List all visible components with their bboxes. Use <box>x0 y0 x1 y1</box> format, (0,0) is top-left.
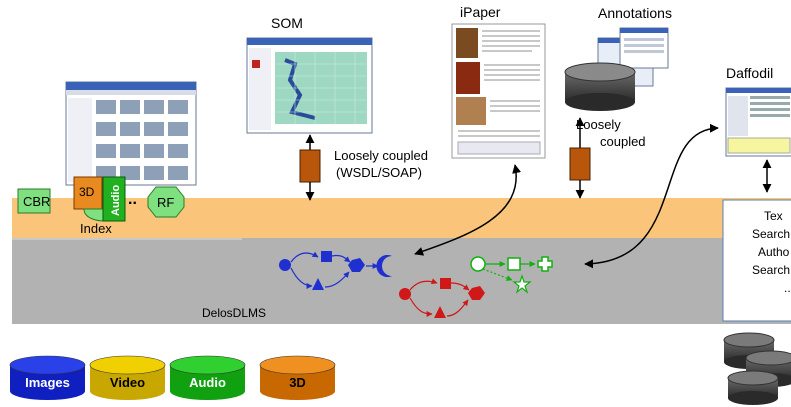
ipaper-label: iPaper <box>460 4 501 20</box>
database-audio: Audio <box>169 355 246 400</box>
loosely-coupled-line2: coupled <box>600 134 646 149</box>
database-label: Audio <box>189 375 226 390</box>
daffodil-service-list: TexSearchAuthoSearch... <box>752 209 791 295</box>
database-label: Video <box>110 375 145 390</box>
database-label: Images <box>25 375 70 390</box>
delosdlms-label: DelosDLMS <box>202 306 266 320</box>
index-dots: .. <box>128 191 137 208</box>
gray-band-top-shade <box>12 238 242 240</box>
ipaper-curve-arrow <box>414 164 521 256</box>
cbr-box: CBR <box>17 188 51 214</box>
daffodil-service-item: ... <box>784 281 791 295</box>
daffodil-service-item: Search <box>752 227 790 241</box>
daffodil-screenshot <box>725 87 791 157</box>
som-label: SOM <box>271 15 303 31</box>
rf-octagon: RF <box>147 186 185 218</box>
media-databases: Images Video Audio 3D <box>9 355 336 400</box>
daffodil-curve-arrow <box>584 123 719 269</box>
database-images: Images <box>9 355 86 400</box>
daffodil-service-box <box>722 199 791 322</box>
workflow-green <box>470 256 553 294</box>
daffodil-service-item: Tex <box>764 209 783 223</box>
cbr-label: CBR <box>23 194 50 209</box>
daffodil-database-stack <box>723 332 791 405</box>
gray-band <box>12 238 791 324</box>
index-label: Index <box>80 221 112 236</box>
loosely-coupled-wsdl-line1: Loosely coupled <box>334 148 428 163</box>
workflow-red <box>399 278 485 318</box>
rf-label: RF <box>157 195 174 210</box>
daffodil-service-item: Autho <box>758 245 790 259</box>
audio-vertical-label: Audio <box>110 185 122 216</box>
index-screenshot <box>65 81 197 186</box>
3d-label: 3D <box>79 185 95 199</box>
database-label: 3D <box>289 375 306 390</box>
som-connector <box>299 134 321 201</box>
ipaper-screenshot <box>451 23 546 159</box>
database-video: Video <box>89 355 166 400</box>
loosely-coupled-wsdl-line2: (WSDL/SOAP) <box>336 165 422 180</box>
daffodil-service-item: Search <box>752 263 790 277</box>
annotations-label: Annotations <box>598 5 672 21</box>
index-3d-audio-box: 3D Audio .. <box>73 176 137 222</box>
loosely-coupled-line1: Loosely <box>576 117 621 132</box>
som-screenshot <box>246 37 373 134</box>
annotations-database-icon <box>564 62 636 111</box>
database-3d: 3D <box>259 355 336 400</box>
daffodil-label: Daffodil <box>726 65 773 81</box>
workflow-blue <box>279 251 392 290</box>
